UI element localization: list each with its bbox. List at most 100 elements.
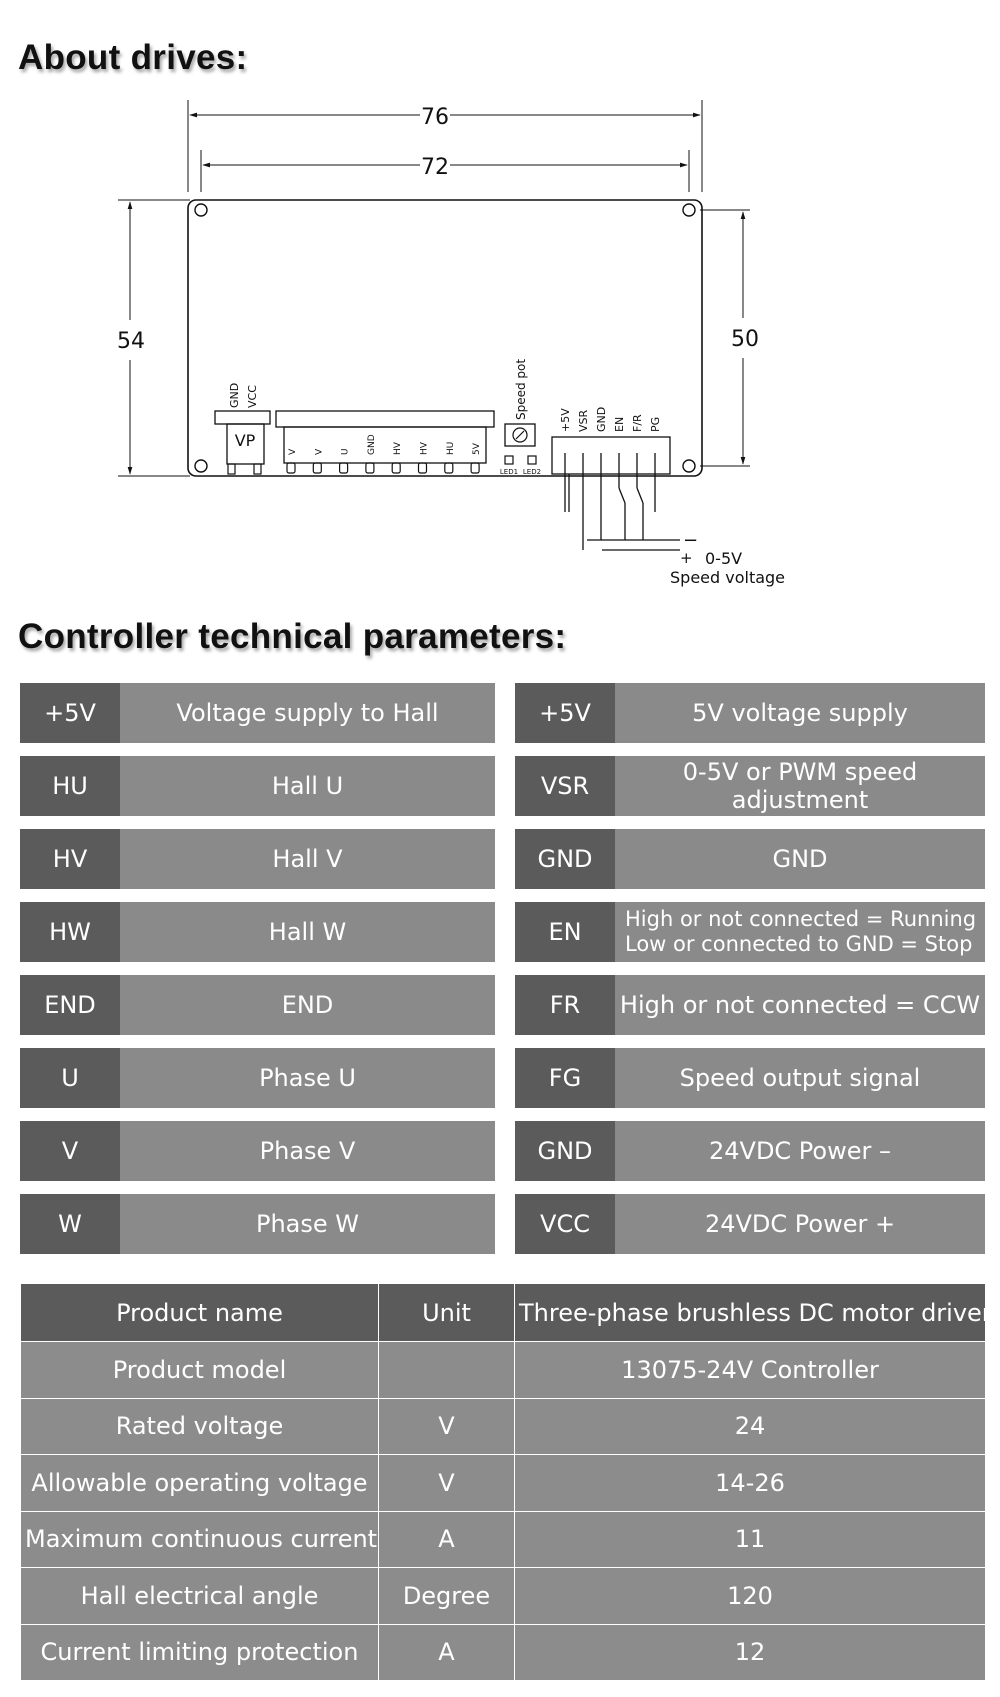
pin-description: 24VDC Power – (615, 1121, 985, 1181)
hall-pin-terminal (365, 462, 375, 474)
led-icon (527, 455, 537, 465)
pin-code: +5V (20, 683, 120, 743)
dim-76-label: 76 (421, 105, 449, 130)
control-pin-label: VSR (577, 409, 590, 432)
hall-pin-label: V (314, 448, 324, 455)
svg-text:LED2: LED2 (523, 468, 541, 476)
spec-table-header: Product name Unit Three-phase brushless … (20, 1283, 986, 1342)
pin-code: END (20, 975, 120, 1035)
header-driver-type: Three-phase brushless DC motor driver (514, 1283, 986, 1342)
hall-pin-label: 5V (472, 442, 482, 455)
spec-unit: V (378, 1454, 515, 1512)
pin-code: V (20, 1121, 120, 1181)
pin-code: W (20, 1194, 120, 1254)
pin-code: FG (515, 1048, 615, 1108)
spec-unit: Degree (378, 1567, 515, 1625)
control-pin-label: EN (613, 417, 626, 432)
spec-param-name: Maximum continuous current (20, 1510, 379, 1568)
hall-pin-label: HV (420, 441, 430, 455)
spec-param-name: Current limiting protection (20, 1623, 379, 1681)
spec-value: 12 (514, 1623, 986, 1681)
svg-text:VCC: VCC (246, 385, 259, 408)
dim-54-label: 54 (117, 329, 145, 354)
spec-value: 13075-24V Controller (514, 1341, 986, 1399)
hall-pin-label: HU (446, 442, 456, 455)
about-drives-heading: About drives: (18, 38, 248, 77)
dim-50-label: 50 (731, 327, 759, 352)
pin-code: U (20, 1048, 120, 1108)
pin-code: FR (515, 975, 615, 1035)
board-outline (187, 199, 703, 477)
hall-pin-terminal (391, 462, 401, 474)
spec-value: 14-26 (514, 1454, 986, 1512)
spec-param-name: Rated voltage (20, 1397, 379, 1455)
control-pin-label: GND (595, 407, 608, 432)
pin-code: GND (515, 829, 615, 889)
hall-pin-terminal (470, 462, 480, 474)
pin-description: 5V voltage supply (615, 683, 985, 743)
pin-description-line: High or not connected = Running (625, 907, 977, 931)
pin-description: Phase V (120, 1121, 495, 1181)
pin-code: VSR (515, 756, 615, 816)
pin-code: HU (20, 756, 120, 816)
spec-param-name: Allowable operating voltage (20, 1454, 379, 1512)
hall-pin-terminal (444, 462, 454, 474)
vp-label: VP (235, 431, 256, 450)
mount-hole-icon (682, 203, 696, 217)
hall-pin-label: HV (393, 441, 403, 455)
pin-description: Voltage supply to Hall (120, 683, 495, 743)
dimension-outer-height: 54 (117, 199, 190, 477)
spec-param-name: Hall electrical angle (20, 1567, 379, 1625)
spec-table: Product name Unit Three-phase brushless … (20, 1283, 986, 1681)
pin-description: 24VDC Power + (615, 1194, 985, 1254)
status-leds: LED1 LED2 (500, 455, 541, 476)
pin-code: HV (20, 829, 120, 889)
hall-pin-terminal (312, 462, 322, 474)
control-pin-label: +5V (559, 408, 572, 432)
mount-hole-icon (194, 459, 208, 473)
dimension-outer-width: 76 (187, 100, 703, 192)
driver-dimension-diagram: 76 72 54 50 GND VCC VP (117, 100, 785, 587)
mount-hole-icon (194, 203, 208, 217)
pin-description: Phase U (120, 1048, 495, 1108)
spec-unit: V (378, 1397, 515, 1455)
pin-description: Hall W (120, 902, 495, 962)
technical-parameters-heading: Controller technical parameters: (18, 617, 567, 656)
hall-pin-terminal (417, 462, 428, 474)
dimension-inner-width: 72 (200, 150, 690, 192)
mount-hole-icon (682, 459, 696, 473)
spec-unit (378, 1341, 515, 1399)
dim-72-label: 72 (421, 155, 449, 180)
minus-label: − (683, 530, 698, 551)
led-icon (504, 455, 514, 465)
pin-code: EN (515, 902, 615, 962)
pin-code: VCC (515, 1194, 615, 1254)
hall-pin-label: U (341, 448, 351, 455)
hall-pin-terminal (339, 462, 349, 474)
control-pin-label: PG (649, 417, 662, 432)
power-connector: GND VCC VP (214, 383, 271, 475)
pin-description: END (120, 975, 495, 1035)
pin-description-line: Low or connected to GND = Stop (625, 932, 973, 956)
control-pin-label: F/R (631, 414, 644, 432)
pin-description: Hall V (120, 829, 495, 889)
